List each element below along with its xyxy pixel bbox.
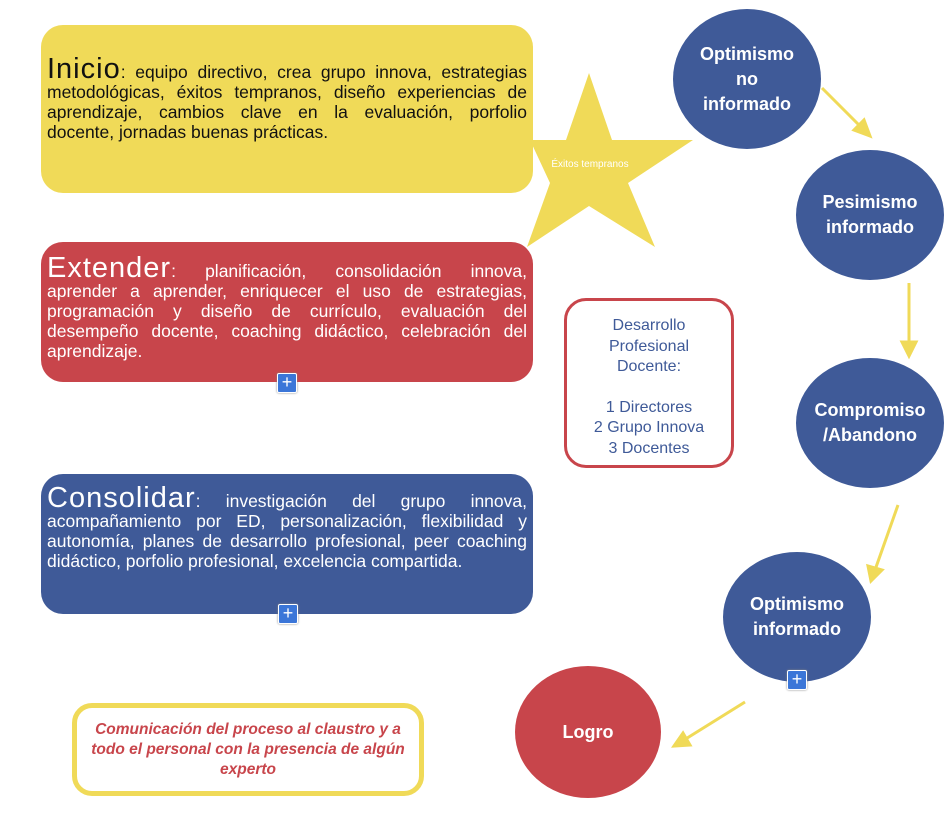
inicio-box: Inicio: equipo directivo, crea grupo inn…: [41, 25, 533, 193]
arrow-4: [683, 700, 746, 742]
cycle-label: Optimismo no informado: [699, 43, 794, 114]
expand-extender-button[interactable]: +: [277, 373, 297, 393]
star-shape: [527, 73, 693, 247]
cycle-optimismo-informado: Optimismo informado: [723, 552, 871, 682]
desarrollo-item: 3 Docentes: [608, 439, 690, 457]
desarrollo-title: Desarrollo Profesional Docente:: [608, 317, 690, 375]
arrow-3: [873, 504, 900, 571]
extender-box: Extender: planificación, consolidación i…: [41, 242, 533, 382]
extender-title: Extender: [47, 252, 172, 284]
cycle-label: Optimismo informado: [749, 594, 844, 639]
inicio-title: Inicio: [47, 53, 121, 85]
desarrollo-item: 2 Grupo Innova: [593, 419, 705, 436]
cycle-label: Pesimismo informado: [822, 192, 918, 237]
inicio-text: : equipo directivo, crea grupo innova, e…: [47, 62, 527, 142]
extender-text: : planificación, consolidación innova, a…: [47, 261, 527, 361]
expand-consolidar-button[interactable]: +: [278, 604, 298, 624]
comunicacion-box: Comunicación del proceso al claustro y a…: [72, 703, 424, 796]
cycle-label: Logro: [562, 721, 614, 742]
expand-optimismo-button[interactable]: +: [787, 670, 807, 690]
consolidar-box: Consolidar: investigación del grupo inno…: [41, 474, 533, 614]
cycle-optimismo-no-informado: Optimismo no informado: [673, 9, 821, 149]
consolidar-title: Consolidar: [47, 482, 196, 514]
desarrollo-item: 1 Directores: [605, 398, 693, 416]
cycle-logro: Logro: [515, 666, 661, 798]
consolidar-text: : investigación del grupo innova, acompa…: [47, 491, 527, 571]
cycle-label: Compromiso /Abandono: [814, 400, 926, 445]
cycle-compromiso-abandono: Compromiso /Abandono: [796, 358, 944, 488]
comunicacion-text: Comunicación del proceso al claustro y a…: [91, 720, 405, 778]
cycle-pesimismo-informado: Pesimismo informado: [796, 150, 944, 280]
star-label: Éxitos tempranos: [551, 159, 629, 170]
arrow-1: [820, 86, 864, 130]
desarrollo-box: Desarrollo Profesional Docente: 1 Direct…: [564, 298, 734, 468]
